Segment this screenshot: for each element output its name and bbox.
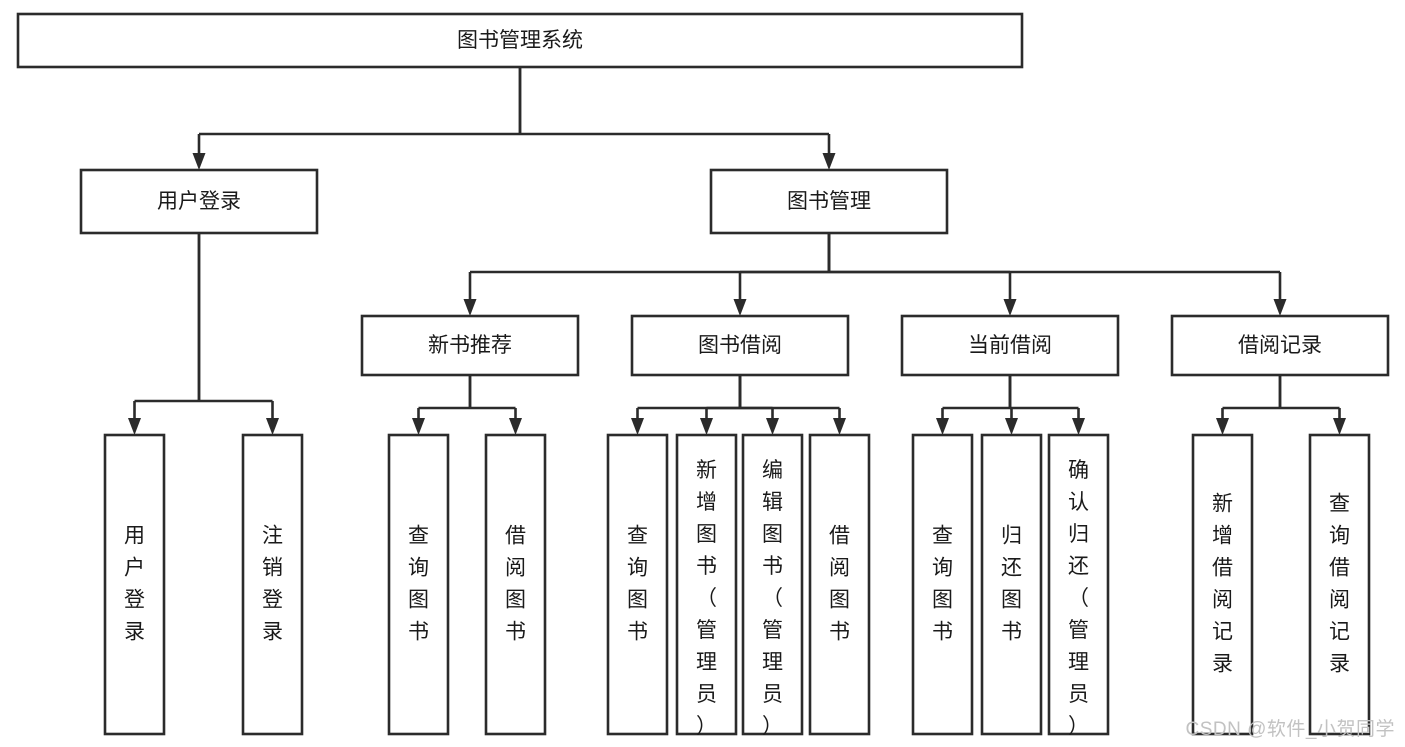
node-label-leaf-confirm-return: 确认归还（管理员） [1068, 459, 1089, 738]
node-label-leaf-query-book-1: 查询图书 [408, 524, 429, 643]
node-new-book-rec[interactable]: 新书推荐 [360, 314, 580, 377]
node-leaf-borrow-book-2[interactable]: 借阅图书 [808, 433, 871, 736]
node-box-leaf-query-book-3[interactable] [911, 433, 974, 736]
connector-book-manage-to-book-borrow [733, 233, 831, 316]
connector-user-login-to-leaf-user-logout [197, 233, 279, 435]
node-leaf-confirm-return[interactable]: 确认归还（管理员） [1047, 433, 1110, 738]
node-current-borrow[interactable]: 当前借阅 [900, 314, 1120, 377]
node-box-leaf-borrow-book-1[interactable] [484, 433, 547, 736]
connector-borrow-record-to-leaf-query-record [1278, 375, 1346, 435]
node-leaf-add-record[interactable]: 新增借阅记录 [1191, 433, 1254, 736]
node-label-leaf-borrow-book-1: 借阅图书 [505, 524, 526, 643]
connector-root-to-user-login [192, 67, 522, 170]
node-box-leaf-borrow-book-2[interactable] [808, 433, 871, 736]
connector-book-borrow-to-leaf-query-book-2 [631, 375, 742, 435]
node-box-current-borrow[interactable] [900, 314, 1120, 377]
connector-root-to-book-manage [518, 67, 836, 170]
node-label-root: 图书管理系统 [457, 29, 583, 52]
node-label-new-book-rec: 新书推荐 [428, 334, 512, 357]
connector-book-manage-to-new-book-rec [463, 233, 831, 316]
node-leaf-user-login[interactable]: 用户登录 [103, 433, 166, 736]
connector-current-borrow-to-leaf-return-book [1005, 375, 1018, 435]
node-label-leaf-add-record: 新增借阅记录 [1212, 492, 1233, 675]
node-box-book-manage[interactable] [709, 168, 949, 235]
node-label-leaf-return-book: 归还图书 [1001, 524, 1022, 643]
connector-current-borrow-to-leaf-confirm-return [1008, 375, 1085, 435]
node-box-leaf-user-logout[interactable] [241, 433, 304, 736]
connector-user-login-to-leaf-user-login [128, 233, 201, 435]
node-label-leaf-edit-book: 编辑图书（管理员） [762, 459, 783, 738]
node-leaf-edit-book[interactable]: 编辑图书（管理员） [741, 433, 804, 738]
node-label-leaf-query-record: 查询借阅记录 [1329, 492, 1350, 675]
node-box-new-book-rec[interactable] [360, 314, 580, 377]
node-label-leaf-add-book: 新增图书（管理员） [696, 459, 717, 738]
connector-book-borrow-to-leaf-edit-book [738, 375, 779, 435]
node-box-borrow-record[interactable] [1170, 314, 1390, 377]
node-box-leaf-query-book-1[interactable] [387, 433, 450, 736]
node-box-leaf-edit-book[interactable] [741, 433, 804, 736]
node-label-book-borrow: 图书借阅 [698, 334, 782, 357]
node-leaf-user-logout[interactable]: 注销登录 [241, 433, 304, 736]
node-label-leaf-query-book-3: 查询图书 [932, 524, 953, 643]
node-box-leaf-query-book-2[interactable] [606, 433, 669, 736]
connector-book-borrow-to-leaf-borrow-book-2 [738, 375, 846, 435]
connector-current-borrow-to-leaf-query-book-3 [936, 375, 1012, 435]
node-leaf-query-book-2[interactable]: 查询图书 [606, 433, 669, 736]
node-box-leaf-add-book[interactable] [675, 433, 738, 736]
node-leaf-query-record[interactable]: 查询借阅记录 [1308, 433, 1371, 736]
node-leaf-query-book-3[interactable]: 查询图书 [911, 433, 974, 736]
connector-new-book-rec-to-leaf-borrow-book-1 [468, 375, 522, 435]
node-user-login[interactable]: 用户登录 [79, 168, 319, 235]
connector-borrow-record-to-leaf-add-record [1216, 375, 1282, 435]
node-box-book-borrow[interactable] [630, 314, 850, 377]
node-box-leaf-return-book[interactable] [980, 433, 1043, 736]
node-root[interactable]: 图书管理系统 [16, 12, 1024, 69]
node-layer: 图书管理系统用户登录图书管理新书推荐图书借阅当前借阅借阅记录用户登录注销登录查询… [16, 12, 1390, 738]
node-box-leaf-add-record[interactable] [1191, 433, 1254, 736]
node-box-leaf-user-login[interactable] [103, 433, 166, 736]
connector-layer [128, 67, 1346, 435]
node-leaf-return-book[interactable]: 归还图书 [980, 433, 1043, 736]
connector-new-book-rec-to-leaf-query-book-1 [412, 375, 472, 435]
node-box-leaf-query-record[interactable] [1308, 433, 1371, 736]
node-label-borrow-record: 借阅记录 [1238, 334, 1322, 357]
node-label-leaf-borrow-book-2: 借阅图书 [829, 524, 850, 643]
node-leaf-borrow-book-1[interactable]: 借阅图书 [484, 433, 547, 736]
node-label-book-manage: 图书管理 [787, 190, 871, 213]
node-label-user-login: 用户登录 [157, 190, 241, 213]
node-book-borrow[interactable]: 图书借阅 [630, 314, 850, 377]
node-label-leaf-user-logout: 注销登录 [262, 524, 283, 643]
node-box-user-login[interactable] [79, 168, 319, 235]
node-label-current-borrow: 当前借阅 [968, 334, 1052, 357]
node-box-leaf-confirm-return[interactable] [1047, 433, 1110, 736]
node-label-leaf-user-login: 用户登录 [124, 524, 145, 643]
connector-book-manage-to-current-borrow [827, 233, 1017, 316]
node-box-root[interactable] [16, 12, 1024, 69]
connector-book-manage-to-borrow-record [827, 233, 1287, 316]
node-leaf-query-book-1[interactable]: 查询图书 [387, 433, 450, 736]
node-book-manage[interactable]: 图书管理 [709, 168, 949, 235]
node-leaf-add-book[interactable]: 新增图书（管理员） [675, 433, 738, 738]
connector-book-borrow-to-leaf-add-book [700, 375, 742, 435]
node-label-leaf-query-book-2: 查询图书 [627, 524, 648, 643]
node-borrow-record[interactable]: 借阅记录 [1170, 314, 1390, 377]
